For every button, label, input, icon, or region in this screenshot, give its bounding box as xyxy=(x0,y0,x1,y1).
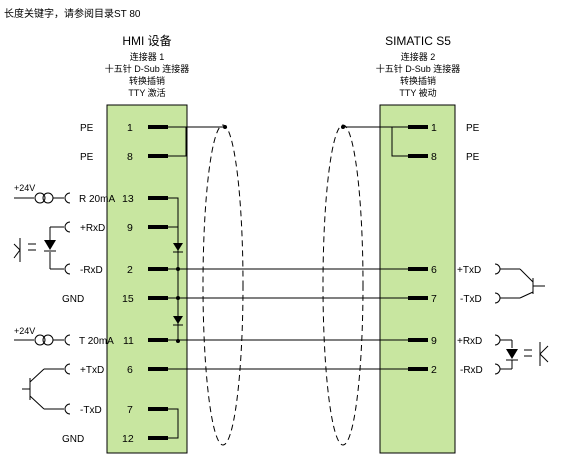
current-source-icon xyxy=(14,192,71,204)
right-pin-label: PE xyxy=(466,152,480,163)
right-pin-number: 6 xyxy=(431,264,437,276)
left-pin-stub xyxy=(148,296,168,300)
right-pin-stub xyxy=(408,367,428,371)
left-pin-stub xyxy=(148,154,168,158)
right-pin-stub xyxy=(408,125,428,129)
right-device-title: SIMATIC S5 xyxy=(385,34,451,48)
left-pin-stub xyxy=(148,225,168,229)
left-pin-number: 9 xyxy=(127,222,133,234)
left-pin-stub xyxy=(148,125,168,129)
right-pin-label: -RxD xyxy=(460,365,483,376)
left-pin-label: -TxD xyxy=(80,405,102,416)
supply-label: +24V xyxy=(14,183,35,193)
current-source-icon xyxy=(14,334,71,346)
left-pin-label: +TxD xyxy=(80,365,104,376)
left-connector-line4: TTY 激活 xyxy=(128,87,165,98)
left-pin-stub xyxy=(148,436,168,440)
left-pin-label: R 20mA xyxy=(79,194,115,205)
left-pin-number: 6 xyxy=(127,364,133,376)
left-pin-label: -RxD xyxy=(80,265,103,276)
left-connector-line3: 转换插销 xyxy=(129,75,165,86)
left-pin-stub xyxy=(148,196,168,200)
right-connector-line4: TTY 被动 xyxy=(399,87,436,98)
left-pin-number: 2 xyxy=(127,264,133,276)
optocoupler-icon xyxy=(13,221,71,275)
header-note: 长度关键字，请参阅目录ST 80 xyxy=(4,7,141,20)
left-pin-label: PE xyxy=(80,123,94,134)
left-pin-number: 12 xyxy=(122,433,134,445)
right-pin-stub xyxy=(408,296,428,300)
diode-icon xyxy=(173,316,183,324)
left-pin-label: PE xyxy=(80,152,94,163)
supply-label: +24V xyxy=(14,326,35,336)
diode-icon xyxy=(44,240,56,250)
right-pin-number: 9 xyxy=(431,335,437,347)
left-connector-line1: 连接器 1 xyxy=(130,51,165,62)
right-pin-label: +TxD xyxy=(457,265,481,276)
left-pin-number: 7 xyxy=(127,404,133,416)
diode-icon xyxy=(173,243,183,251)
right-pin-number: 8 xyxy=(431,151,437,163)
right-pin-label: -TxD xyxy=(460,294,482,305)
right-pin-number: 1 xyxy=(431,122,437,134)
left-pin-stub xyxy=(148,367,168,371)
right-pin-label: PE xyxy=(466,123,480,134)
right-pin-stub xyxy=(408,338,428,342)
right-internal-wiring xyxy=(380,126,408,157)
left-pin-number: 11 xyxy=(123,335,134,347)
right-pin-stub xyxy=(408,154,428,158)
right-connector-line2: 十五针 D-Sub 连接器 xyxy=(376,63,461,74)
junction-dot xyxy=(341,125,345,129)
right-pin-number: 2 xyxy=(431,364,437,376)
right-shield-ellipse xyxy=(322,124,364,446)
left-connector-box xyxy=(106,104,188,454)
left-pin-label: T 20mA xyxy=(79,336,114,347)
left-pin-number: 15 xyxy=(122,293,134,305)
left-pin-number: 8 xyxy=(127,151,133,163)
cable xyxy=(168,126,408,370)
right-pin-label: +RxD xyxy=(457,336,482,347)
left-pin-label: GND xyxy=(62,294,84,305)
left-pin-label: GND xyxy=(62,434,84,445)
optocoupler-icon xyxy=(494,334,549,375)
left-connector-line2: 十五针 D-Sub 连接器 xyxy=(105,63,190,74)
left-shield-ellipse xyxy=(202,124,244,446)
transistor-icon xyxy=(22,363,71,415)
left-pin-stub xyxy=(148,407,168,411)
right-connector-line1: 连接器 2 xyxy=(401,51,436,62)
diode-icon xyxy=(506,349,518,359)
left-pin-number: 13 xyxy=(122,193,134,205)
left-pin-stub xyxy=(148,267,168,271)
left-pin-stub xyxy=(148,338,168,342)
left-pin-number: 1 xyxy=(127,122,133,134)
right-pin-stub xyxy=(408,267,428,271)
left-device-title: HMI 设备 xyxy=(122,34,171,48)
right-pin-number: 7 xyxy=(431,293,437,305)
junction-dot xyxy=(223,125,227,129)
transistor-icon xyxy=(494,263,545,304)
right-connector-line3: 转换插销 xyxy=(400,75,436,86)
right-connector-box xyxy=(379,104,456,454)
left-pin-label: +RxD xyxy=(80,223,105,234)
